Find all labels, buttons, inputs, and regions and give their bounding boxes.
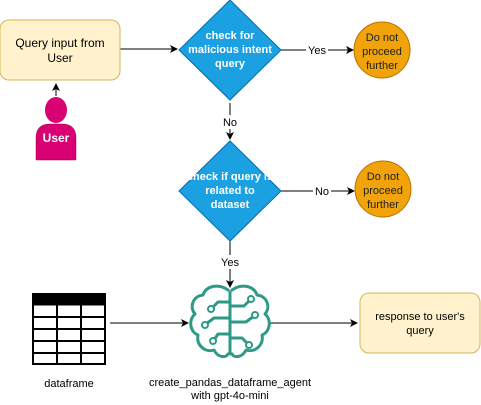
stop-node-2: Do not proceed further bbox=[354, 160, 412, 218]
dataframe-node: dataframe bbox=[32, 293, 106, 390]
edge-label-dataset-no: No bbox=[315, 186, 329, 198]
decision-malicious-line-2: malicious intent bbox=[188, 44, 272, 56]
agent-line-1: create_pandas_dataframe_agent bbox=[149, 377, 311, 389]
stop-1-line-2: proceed bbox=[362, 46, 402, 58]
stop-1-line-3: further bbox=[366, 60, 398, 72]
brain-circuit-icon bbox=[189, 284, 271, 359]
user-body-icon bbox=[35, 123, 77, 161]
decision-dataset-line-3: dataset bbox=[211, 199, 250, 211]
decision-dataset-node: check if query is related to dataset bbox=[178, 140, 282, 242]
table-icon bbox=[32, 293, 106, 365]
decision-dataset-line-1: check if query is bbox=[187, 171, 273, 183]
brain-nodes bbox=[201, 295, 259, 349]
decision-malicious-line-3: query bbox=[215, 58, 246, 70]
agent-line-2: with gpt-4o-mini bbox=[190, 390, 269, 402]
dataframe-label: dataframe bbox=[44, 378, 94, 390]
agent-node: create_pandas_dataframe_agent with gpt-4… bbox=[149, 284, 311, 402]
query-input-node: Query input from User bbox=[0, 19, 121, 81]
user-head-icon bbox=[45, 97, 67, 123]
decision-dataset-line-2: related to bbox=[205, 185, 255, 197]
query-input-line-1: Query input from bbox=[15, 36, 104, 50]
query-input-line-2: User bbox=[47, 51, 72, 65]
edge-label-malicious-yes: Yes bbox=[308, 45, 326, 57]
stop-1-line-1: Do not bbox=[366, 32, 398, 44]
stop-2-line-2: proceed bbox=[363, 185, 403, 197]
edge-label-dataset-yes: Yes bbox=[221, 257, 239, 269]
user-label: User bbox=[43, 131, 70, 145]
response-node: response to user's query bbox=[359, 292, 481, 354]
edge-label-malicious-no: No bbox=[223, 117, 237, 129]
decision-malicious-node: check for malicious intent query bbox=[178, 0, 282, 101]
response-line-2: query bbox=[406, 325, 434, 337]
user-actor: User bbox=[35, 97, 77, 161]
stop-2-line-1: Do not bbox=[367, 171, 399, 183]
decision-malicious-line-1: check for bbox=[206, 30, 256, 42]
response-line-1: response to user's bbox=[375, 311, 465, 323]
stop-node-1: Do not proceed further bbox=[353, 21, 411, 79]
stop-2-line-3: further bbox=[367, 199, 399, 211]
